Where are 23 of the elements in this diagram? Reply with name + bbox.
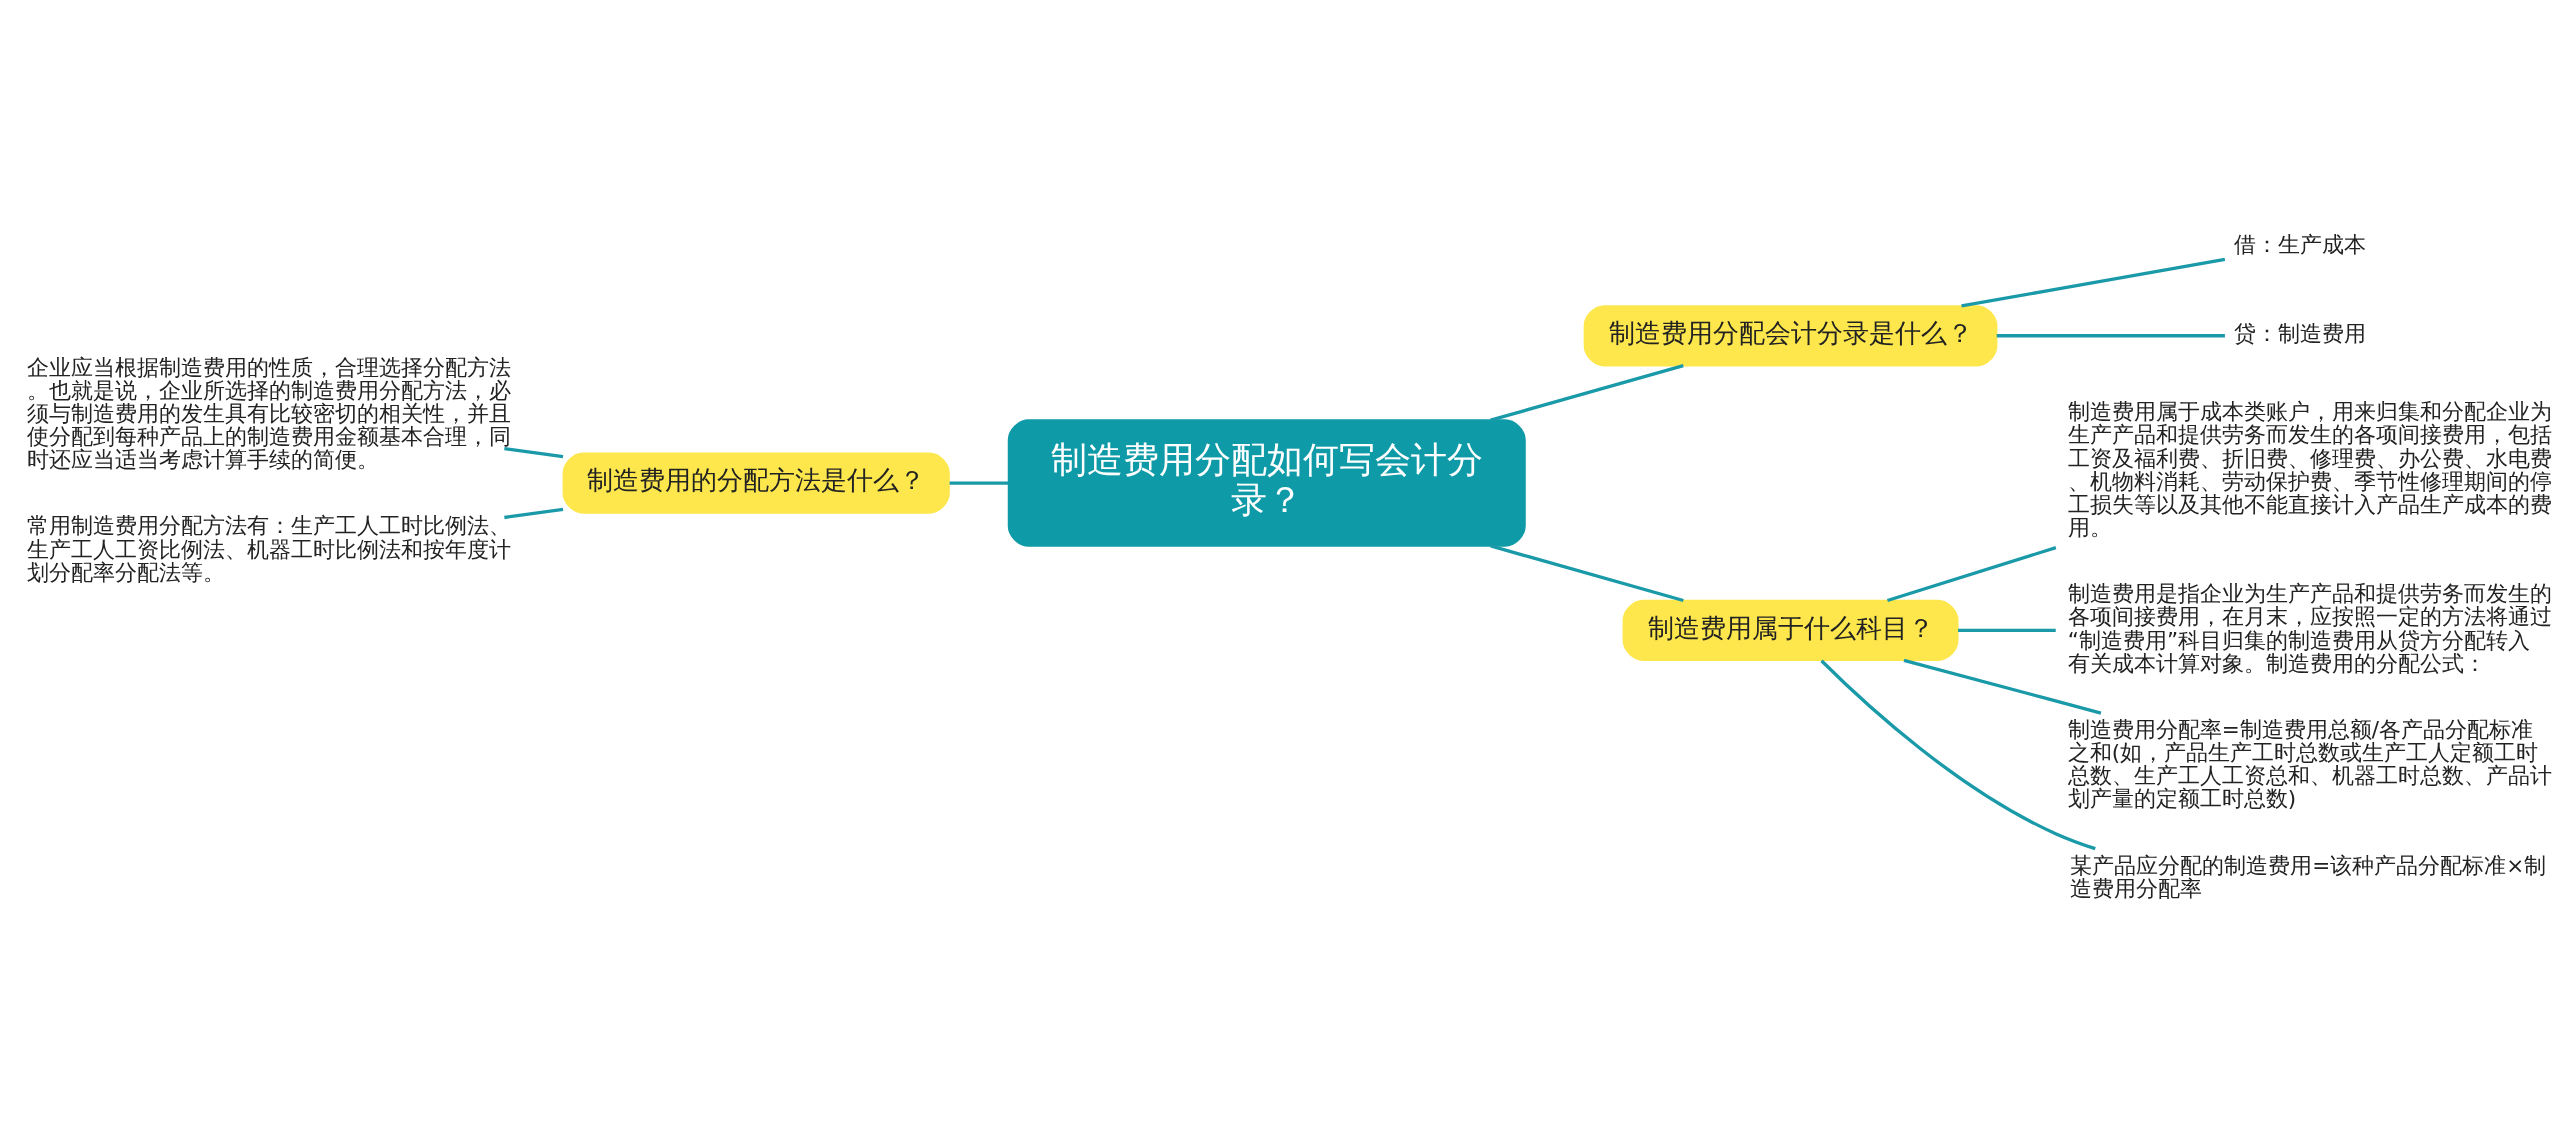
connector [1490, 544, 1684, 603]
connector [949, 481, 1009, 485]
node-box: 制造费用属于什么科目？ [1622, 599, 1959, 661]
node-text: 制造费用属于成本类账户，用来归集和分配企业为生产产品和提供劳务而发生的各项间接费用，包括工资及福利费、折旧费、修理费、办公费、水电费、机物料消耗、劳动保护费、季节性修理期间的停工损失等以及其他不能直接计入产品生产成本的费用。 [2067, 399, 2552, 541]
node-box: 制造费用分配会计分录是什么？ [1583, 305, 1998, 367]
node-text: 某产品应分配的制造费用=该种产品分配标准×制造费用分配率 [2070, 852, 2547, 901]
node-box: 制造费用的分配方法是什么？ [562, 452, 950, 514]
connector [1958, 628, 2056, 632]
connector [504, 507, 564, 520]
node-text: 制造费用是指企业为生产产品和提供劳务而发生的各项间接费用，在月末，应按照一定的方法将通过“制造费用”科目归集的制造费用从贷方分配转入有关成本计算对象。制造费用的分配公式： [2067, 581, 2552, 676]
node-text: 常用制造费用分配方法有：生产工人工时比例法、生产工人工资比例法、机器工时比例法和按年度计划分配率分配法等。 [27, 513, 512, 585]
node-box: 制造费用分配如何写会计分录？ [1007, 419, 1526, 547]
node-text: 借：生产成本 [2234, 232, 2367, 258]
node-text: 企业应当根据制造费用的性质，合理选择分配方法。也就是说，企业所选择的制造费用分配方法，必须与制造费用的发生具有比较密切的相关性，并且使分配到每种产品上的制造费用金额基本合理，同时还应当适当考虑计算手续的简便。 [27, 354, 512, 473]
connector [504, 447, 564, 459]
connector [1903, 658, 2102, 715]
connector [1961, 257, 2226, 308]
connector [1996, 334, 2225, 338]
node-text: 制造费用分配率=制造费用总额/各产品分配标准之和(如，产品生产工时总数或生产工人定额工时总数、生产工人工资总和、机器工时总数、产品计划产量的定额工时总数) [2067, 716, 2552, 812]
connector [1490, 364, 1684, 422]
connector [1886, 546, 2057, 603]
node-text: 贷：制造费用 [2234, 321, 2367, 347]
connector [1820, 659, 2096, 851]
